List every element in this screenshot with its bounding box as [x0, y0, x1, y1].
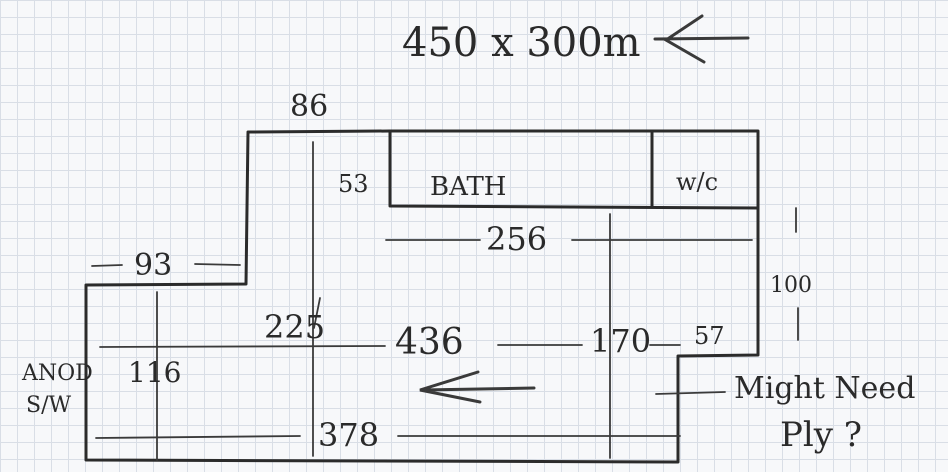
label-170: 170 — [590, 322, 651, 360]
outer-wall — [84, 129, 760, 464]
left-arrow-icon — [653, 14, 750, 64]
label-57: 57 — [694, 322, 725, 350]
label-86: 86 — [290, 89, 328, 124]
wc-label: w/c — [676, 168, 718, 196]
left-arrow-icon — [419, 370, 536, 404]
total-length-dim — [99, 344, 681, 348]
label-225: 225 — [264, 308, 325, 346]
anod-line-1: ANOD — [21, 361, 93, 386]
label-256: 256 — [486, 220, 547, 258]
note-line-1: Might Need — [734, 371, 915, 406]
title-text: 450 x 300m — [402, 20, 641, 66]
label-100: 100 — [770, 273, 812, 298]
note-line-2: Ply ? — [780, 415, 862, 455]
bath-label: BATH — [430, 172, 506, 202]
bottom-length-dim — [95, 435, 681, 439]
label-436: 436 — [395, 322, 464, 363]
note-leader — [655, 391, 726, 395]
label-116: 116 — [128, 356, 181, 389]
step-width-dim — [91, 263, 241, 267]
label-93: 93 — [134, 248, 172, 283]
right-height-dim — [795, 207, 799, 341]
anod-line-2: S/W — [26, 393, 71, 418]
slash-mark — [313, 297, 321, 329]
label-378: 378 — [318, 416, 379, 454]
bath-wall — [388, 129, 760, 210]
label-53: 53 — [338, 170, 369, 198]
